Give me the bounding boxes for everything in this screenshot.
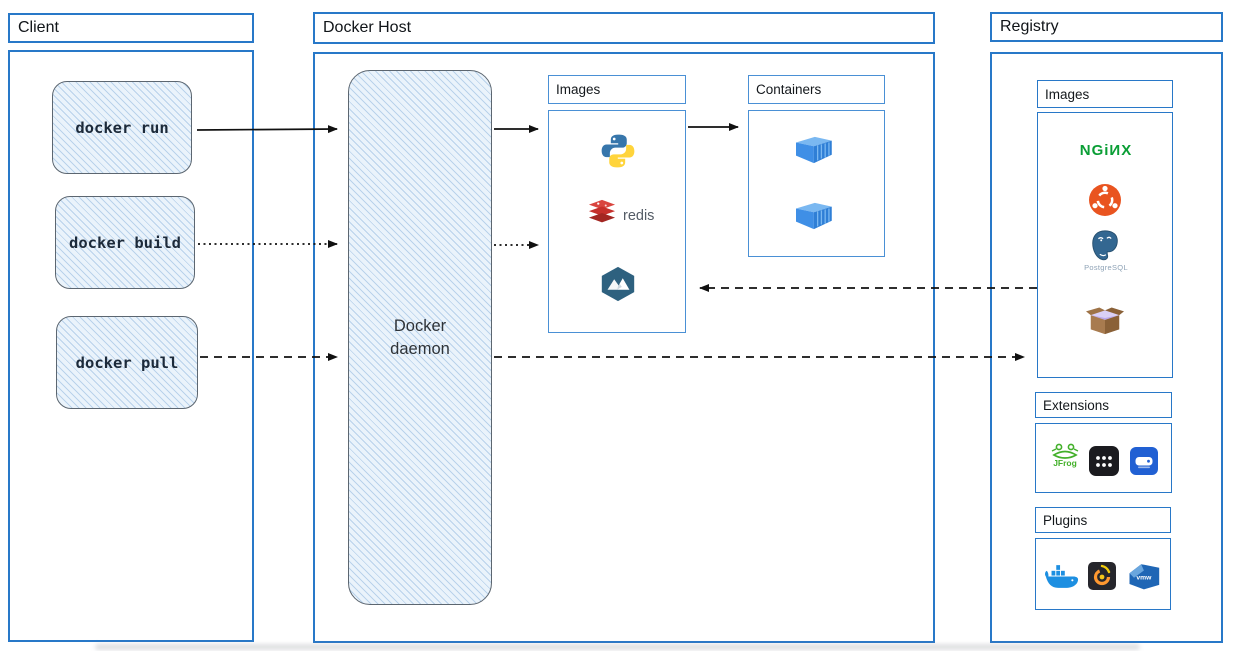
docker-daemon-box: Docker daemon [348, 70, 492, 605]
registry-title: Registry [990, 12, 1223, 42]
registry-images-panel: NGiИX PostgreSQL [1037, 112, 1173, 378]
ubuntu-icon [1089, 184, 1121, 216]
vmware-icon: vmw [1129, 564, 1160, 590]
jfrog-label: JFrog [1053, 458, 1077, 468]
vmware-label: vmw [1136, 575, 1152, 582]
extensions-panel-title: Extensions [1035, 392, 1172, 418]
nginx-logo: NGiИX [1079, 142, 1133, 159]
docker-pull-box: docker pull [56, 316, 198, 409]
containers-panel-title: Containers [748, 75, 885, 104]
host-images-panel-title: Images [548, 75, 686, 104]
docker-build-label: docker build [69, 233, 181, 252]
containers-panel [748, 110, 885, 257]
postgresql-label: PostgreSQL [1084, 263, 1128, 272]
postgresql-icon [1092, 230, 1118, 261]
docker-pull-label: docker pull [75, 353, 179, 372]
client-title-label: Client [18, 19, 59, 36]
extensions-panel: JFrog [1035, 423, 1172, 493]
jfrog-frog-icon [1051, 443, 1079, 459]
docker-host-title-label: Docker Host [323, 19, 412, 36]
docker-whale-icon [1045, 565, 1079, 588]
client-title: Client [8, 13, 254, 43]
plugins-panel: vmw [1035, 538, 1171, 610]
host-images-panel: redis [548, 110, 686, 333]
docker-build-box: docker build [55, 196, 195, 289]
registry-title-label: Registry [1000, 18, 1059, 35]
docker-run-label: docker run [75, 118, 169, 137]
redis-icon [588, 199, 616, 223]
registry-images-panel-title: Images [1037, 80, 1173, 108]
alpine-icon [601, 266, 635, 302]
docker-daemon-label: Docker daemon [390, 317, 450, 358]
busybox-icon [1086, 307, 1124, 335]
redis-label: redis [623, 208, 655, 224]
docker-run-box: docker run [52, 81, 192, 174]
app-grid-icon [1089, 446, 1119, 476]
container-icon [796, 136, 832, 164]
bottom-shadow [95, 644, 1140, 650]
jfrog-icon: JFrog [1048, 441, 1082, 468]
drive-icon [1130, 447, 1158, 475]
container-icon [796, 202, 832, 230]
grafana-icon [1088, 562, 1116, 590]
python-icon [601, 134, 635, 168]
docker-host-title: Docker Host [313, 12, 935, 44]
plugins-panel-title: Plugins [1035, 507, 1171, 533]
